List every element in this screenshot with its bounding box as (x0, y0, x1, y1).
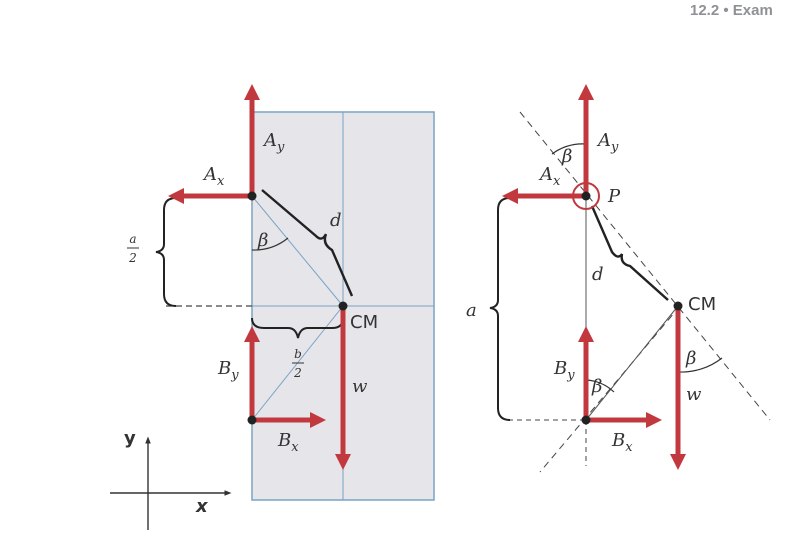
point-CM (338, 301, 348, 311)
brace-d-b (590, 205, 669, 301)
panel-b: a d β β β Ay Ax P By Bx w CM (466, 83, 771, 473)
w-label: w (352, 376, 368, 397)
pivot-label: P (607, 186, 621, 207)
point-P (581, 191, 591, 201)
point-B (247, 415, 257, 425)
a-half-denominator: 2 (128, 251, 137, 265)
b-half-denominator: 2 (293, 366, 302, 380)
point-B-b (581, 415, 591, 425)
section-label: 12.2 • Exam (690, 2, 773, 19)
panel-a: a 2 b 2 d β Ay Ax By Bx w CM (127, 83, 435, 501)
beta-arc-top (551, 143, 587, 155)
cm-label-b: CM (688, 294, 716, 315)
By-label: By (217, 358, 239, 383)
dashed-line-of-action (519, 111, 771, 421)
beta-label-top: β (561, 146, 572, 167)
beta-label-bottom: β (591, 376, 602, 397)
y-axis-label: y (124, 428, 136, 449)
d-label: d (330, 210, 342, 231)
cm-label: CM (350, 312, 378, 333)
b-half-numerator: b (294, 347, 302, 361)
beta-arc (251, 237, 289, 251)
point-CM-b (673, 301, 683, 311)
d-label-b: d (592, 264, 604, 285)
Ay-label-b: Ay (596, 130, 619, 155)
a-label: a (466, 300, 477, 321)
x-axis-label: x (195, 496, 209, 517)
beta-label-cm: β (685, 348, 696, 369)
Ax-label: Ax (202, 164, 225, 189)
brace-d (261, 189, 354, 297)
Bx-label-b: Bx (611, 430, 633, 455)
beta-label: β (257, 230, 268, 251)
a-half-numerator: a (129, 232, 136, 246)
point-A (247, 191, 257, 201)
Ay-label: Ay (262, 130, 285, 155)
diagonal-a-to-cm (251, 195, 344, 307)
beta-arc-cm (677, 357, 723, 373)
Ax-label-b: Ax (538, 164, 561, 189)
Bx-label: Bx (277, 430, 299, 455)
brace-a-half (155, 197, 177, 307)
w-label-b: w (686, 384, 702, 405)
coordinate-axes: y x (110, 428, 232, 530)
By-label-b: By (553, 358, 575, 383)
line-b-to-cm (585, 305, 679, 421)
brace-a (489, 197, 511, 421)
